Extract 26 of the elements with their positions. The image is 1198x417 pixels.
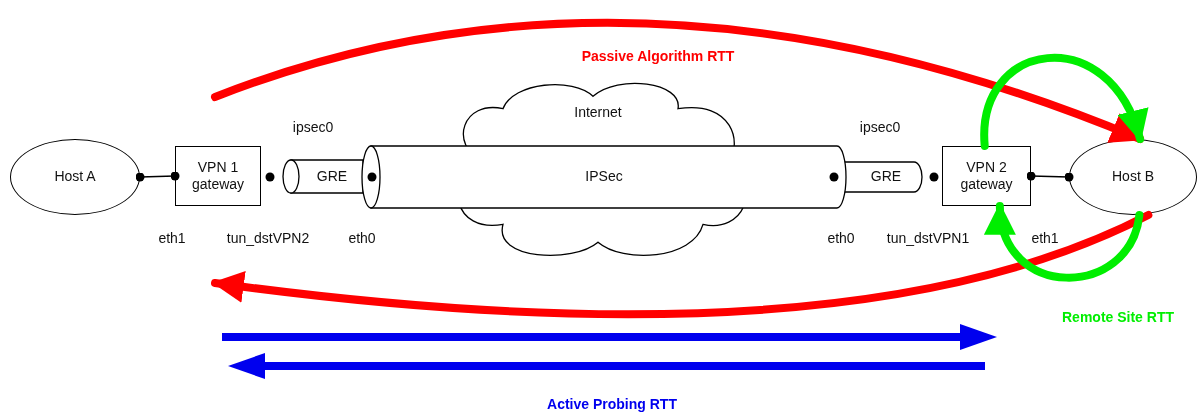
interface-label: ipsec0 xyxy=(859,119,901,135)
interface-label: tun_dstVPN2 xyxy=(226,230,310,246)
interface-label: eth0 xyxy=(348,230,376,246)
node-text: VPN 1 gateway xyxy=(190,158,246,194)
interface-label: ipsec0 xyxy=(292,119,334,135)
node-text: IPSec xyxy=(585,168,623,186)
curved-arrow xyxy=(211,211,1153,319)
node-text: Host B xyxy=(1112,168,1154,186)
interface-label: eth1 xyxy=(1031,230,1059,246)
curved-arrow xyxy=(980,54,1146,150)
node-text: GRE xyxy=(316,167,348,186)
node-text: Internet xyxy=(574,103,622,122)
gateway-box xyxy=(175,146,261,206)
arrow-caption: Active Probing RTT xyxy=(547,396,677,412)
interface-label: eth1 xyxy=(158,230,186,246)
connector-line xyxy=(1026,171,1074,182)
interface-label: tun_dstVPN1 xyxy=(886,230,970,246)
interface-label: eth0 xyxy=(827,230,855,246)
node-text: VPN 2 gateway xyxy=(959,158,1014,194)
edge-label: Passive Algorithm RTT xyxy=(579,48,737,64)
curved-arrow xyxy=(987,202,1144,282)
gateway-box xyxy=(942,146,1031,206)
edge-label: Remote Site RTT xyxy=(1060,309,1176,325)
node-text: GRE xyxy=(870,168,902,186)
connector-line xyxy=(135,171,180,182)
node-text: Host A xyxy=(54,168,96,186)
